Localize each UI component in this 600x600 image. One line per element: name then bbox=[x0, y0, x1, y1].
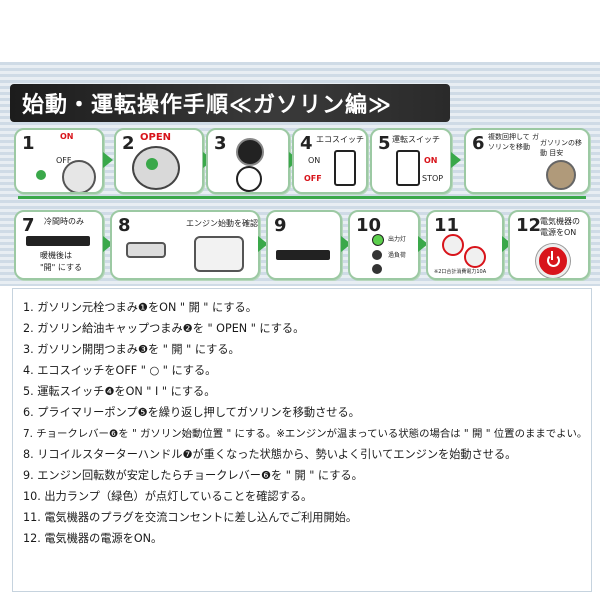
on-label: ON bbox=[308, 156, 321, 165]
instruction-line: 5. 運転スイッチ❹をON " I " にする。 bbox=[23, 385, 216, 398]
step-8-panel: 8 エンジン始動を確認 bbox=[110, 210, 260, 280]
step-4-panel: 4 エコスイッチ ON OFF bbox=[292, 128, 368, 194]
step-10-panel: 10 出力灯 過負荷 bbox=[348, 210, 420, 280]
engine-start-check-label: エンジン始動を確認 bbox=[186, 219, 258, 228]
step-9-panel: 9 bbox=[266, 210, 342, 280]
instruction-line: 12. 電気機器の電源をON。 bbox=[23, 532, 163, 545]
open-label: OPEN bbox=[140, 132, 172, 143]
run-switch-icon bbox=[396, 150, 420, 186]
fuel-valve-closed-icon bbox=[236, 166, 262, 192]
instruction-line: 8. リコイルスターターハンドル❼が重くなった状態から、勢いよく引いてエンジンを… bbox=[23, 448, 517, 461]
arrow-icon bbox=[451, 152, 461, 168]
instruction-line: 9. エンジン回転数が安定したらチョークレバー❻を " 開 " にする。 bbox=[23, 469, 363, 482]
page-title: 始動・運転操作手順≪ガソリン編≫ bbox=[22, 93, 393, 118]
on-label: ON bbox=[424, 156, 438, 165]
cold-only-label: 冷間時のみ bbox=[44, 217, 84, 226]
step-number: 12 bbox=[516, 215, 542, 236]
on-label: ON bbox=[60, 132, 74, 141]
step-number: 10 bbox=[356, 215, 382, 236]
step-5-panel: 5 運転スイッチ ON STOP bbox=[370, 128, 452, 194]
step-number: 6 bbox=[472, 133, 485, 154]
step-6-panel: 6 複数回押して ガソリンを移動 ガソリンの移動 目安 bbox=[464, 128, 590, 194]
power-button-icon bbox=[536, 244, 570, 278]
arrow-icon bbox=[341, 236, 351, 252]
instruction-line: 4. エコスイッチをOFF " ○ " にする。 bbox=[23, 364, 217, 377]
instruction-line: 7. チョークレバー❻を " ガソリン始動位置 " にする。※エンジンが温まって… bbox=[23, 428, 588, 440]
arrow-icon bbox=[258, 236, 268, 252]
instruction-line: 3. ガソリン開閉つまみ❸を " 開 " にする。 bbox=[23, 343, 240, 356]
recoil-starter-handle-icon bbox=[126, 242, 166, 258]
off-label: OFF bbox=[56, 156, 72, 165]
instruction-line: 11. 電気機器のプラグを交流コンセントに差し込んでご利用開始。 bbox=[23, 511, 358, 524]
choke-lever-icon bbox=[26, 236, 90, 246]
output-lamp-icon bbox=[372, 234, 384, 246]
arrow-icon bbox=[418, 236, 428, 252]
step-number: 9 bbox=[274, 215, 287, 236]
arrow-icon bbox=[502, 236, 512, 252]
step-1-panel: 1 ON OFF bbox=[14, 128, 104, 194]
oil-lamp-icon bbox=[372, 264, 382, 274]
eco-switch-icon bbox=[334, 150, 356, 186]
callout-1-icon bbox=[36, 170, 46, 180]
title-banner: 始動・運転操作手順≪ガソリン編≫ bbox=[10, 84, 450, 122]
step-number: 8 bbox=[118, 215, 131, 236]
stop-label: STOP bbox=[422, 174, 444, 183]
arrow-icon bbox=[103, 236, 113, 252]
power-on-label: 電気機器の 電源をON bbox=[540, 217, 580, 237]
connector-line bbox=[18, 196, 586, 199]
step-number: 1 bbox=[22, 133, 35, 154]
primer-pump-icon bbox=[546, 160, 576, 190]
ac-outlet-icon bbox=[464, 246, 486, 268]
step-number: 3 bbox=[214, 133, 227, 154]
overload-lamp-label: 過負荷 bbox=[388, 252, 407, 259]
warm-open-label: "開" にする bbox=[40, 263, 82, 272]
pump-target-label: ガソリンの移動 目安 bbox=[540, 139, 582, 157]
step-2-panel: 2 OPEN bbox=[114, 128, 204, 194]
step-number: 2 bbox=[122, 133, 135, 154]
step-11-panel: 11 ※2口合計消費電力10A bbox=[426, 210, 504, 280]
pump-instruction-label: 複数回押して ガソリンを移動 bbox=[488, 133, 540, 151]
outlet-note-label: ※2口合計消費電力10A bbox=[434, 269, 487, 275]
step-number: 7 bbox=[22, 215, 35, 236]
callout-2-icon bbox=[146, 158, 158, 170]
arrow-icon bbox=[103, 152, 113, 168]
overload-lamp-icon bbox=[372, 250, 382, 260]
ac-outlet-icon bbox=[442, 234, 464, 256]
instructions-panel: 1. ガソリン元栓つまみ❶をON " 開 " にする。 2. ガソリン給油キャッ… bbox=[12, 288, 592, 592]
step-number: 4 bbox=[300, 133, 313, 154]
instruction-line: 6. プライマリーポンプ❺を繰り返し押してガソリンを移動させる。 bbox=[23, 406, 360, 419]
eco-switch-label: エコスイッチ bbox=[316, 135, 364, 144]
generator-icon bbox=[194, 236, 244, 272]
fuel-valve-open-icon bbox=[236, 138, 264, 166]
instruction-line: 2. ガソリン給油キャップつまみ❷を " OPEN " にする。 bbox=[23, 322, 305, 335]
output-lamp-label: 出力灯 bbox=[388, 236, 407, 243]
off-label: OFF bbox=[304, 174, 322, 183]
choke-open-icon bbox=[276, 250, 330, 260]
instruction-line: 10. 出力ランプ（緑色）が点灯していることを確認する。 bbox=[23, 490, 313, 503]
warm-label: 暖機後は bbox=[40, 251, 72, 260]
run-switch-label: 運転スイッチ bbox=[392, 135, 440, 144]
step-3-panel: 3 bbox=[206, 128, 290, 194]
instruction-line: 1. ガソリン元栓つまみ❶をON " 開 " にする。 bbox=[23, 301, 257, 314]
fuel-cock-knob-icon bbox=[62, 160, 96, 192]
step-number: 11 bbox=[434, 215, 460, 236]
step-12-panel: 12 電気機器の 電源をON bbox=[508, 210, 590, 280]
step-number: 5 bbox=[378, 133, 391, 154]
step-7-panel: 7 冷間時のみ 暖機後は "開" にする bbox=[14, 210, 104, 280]
